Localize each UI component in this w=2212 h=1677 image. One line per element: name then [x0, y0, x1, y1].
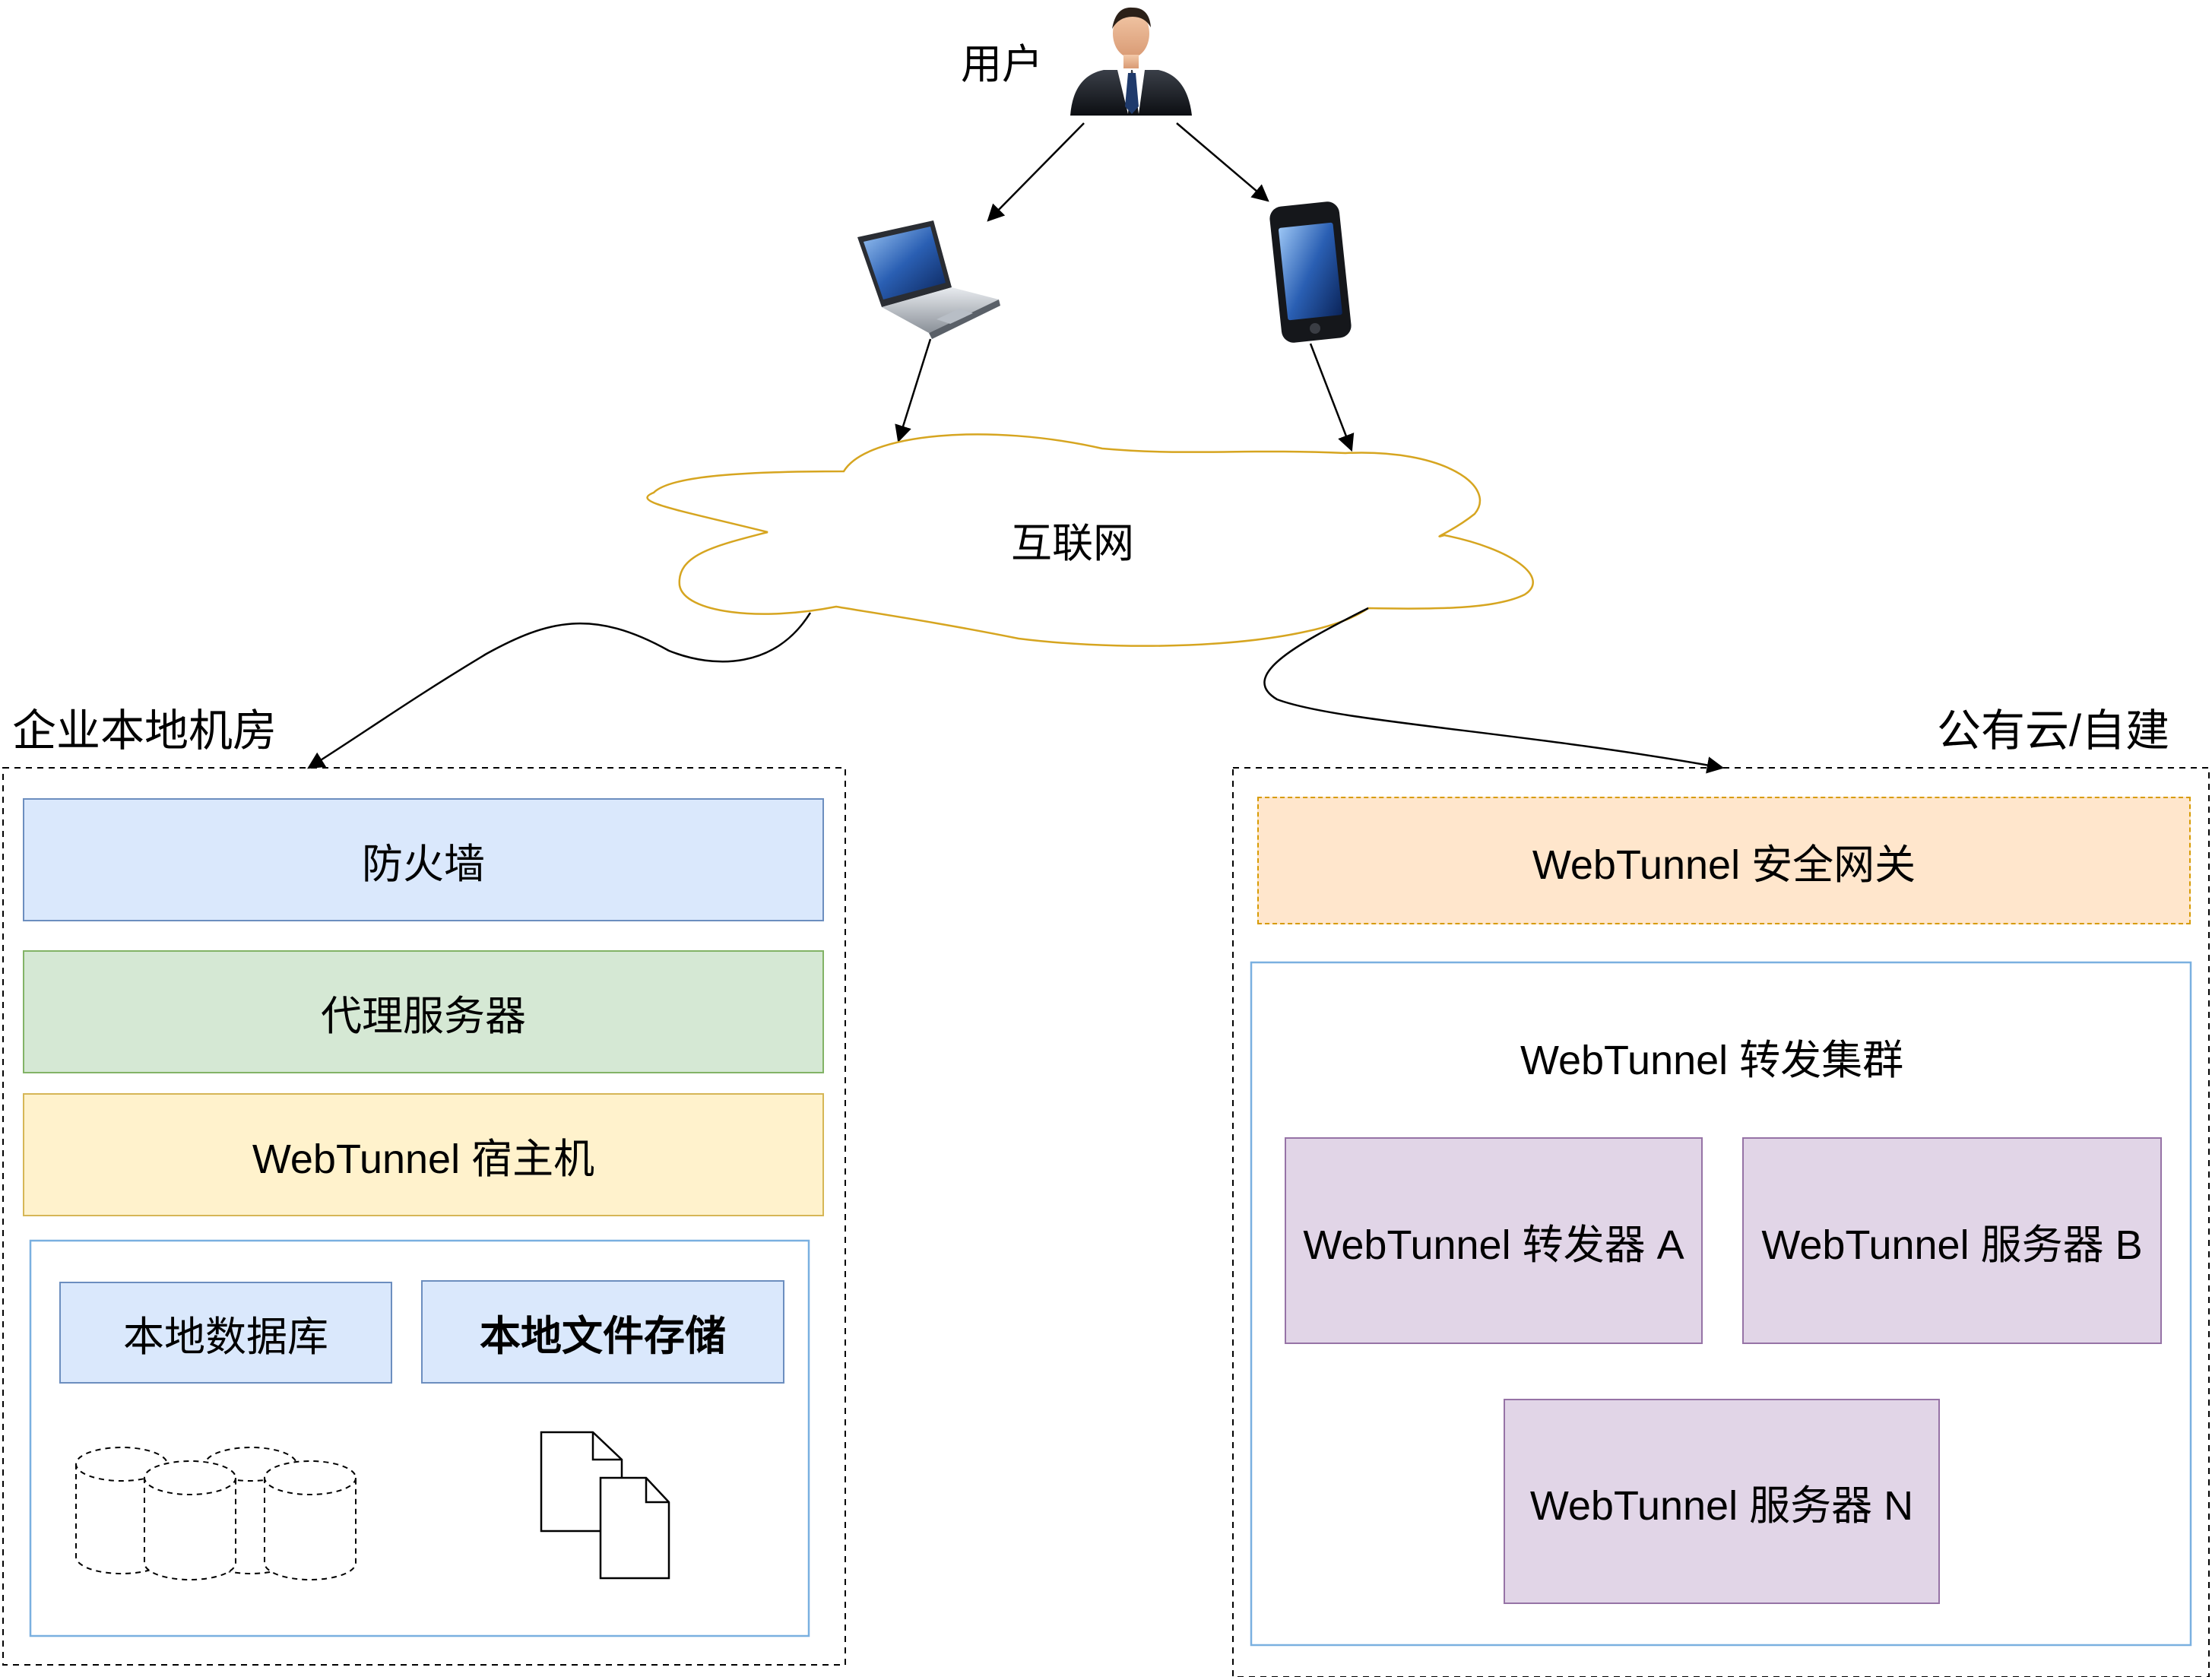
internet-cloud [646, 433, 1534, 647]
laptop-icon [857, 220, 1000, 339]
proxy-server-box[interactable]: 代理服务器 [23, 950, 824, 1073]
user-label: 用户 [961, 42, 1043, 87]
local-file-storage-box[interactable]: 本地文件存储 [421, 1280, 784, 1384]
arrow-user-to-phone [1176, 122, 1269, 202]
cluster-title: WebTunnel 转发集群 [1520, 1038, 1904, 1083]
arrow-internet-to-onprem [307, 612, 812, 769]
firewall-box[interactable]: 防火墙 [23, 798, 824, 921]
database-icon [75, 1447, 357, 1580]
internet-label: 互联网 [1011, 521, 1134, 566]
webtunnel-host-box[interactable]: WebTunnel 宿主机 [23, 1093, 824, 1216]
onprem-title: 企业本地机房 [12, 706, 277, 756]
arrow-user-to-laptop [987, 122, 1085, 222]
cloud-container [1232, 767, 2210, 1677]
onprem-container [2, 767, 846, 1666]
security-gateway-box[interactable]: WebTunnel 安全网关 [1257, 797, 2191, 924]
local-database-box[interactable]: 本地数据库 [59, 1282, 392, 1384]
arrow-phone-to-internet [1309, 343, 1355, 452]
forwarder-a-box[interactable]: WebTunnel 转发器 A [1285, 1137, 1703, 1344]
arrow-laptop-to-internet [895, 338, 932, 443]
document-icon [540, 1431, 670, 1580]
server-n-box[interactable]: WebTunnel 服务器 N [1504, 1399, 1940, 1604]
smartphone-icon [1269, 201, 1352, 343]
arrow-internet-to-cloud [1263, 607, 1725, 774]
cloud-title: 公有云/自建 [1937, 706, 2170, 756]
server-b-box[interactable]: WebTunnel 服务器 B [1742, 1137, 2162, 1344]
businessman-icon [1070, 7, 1192, 116]
